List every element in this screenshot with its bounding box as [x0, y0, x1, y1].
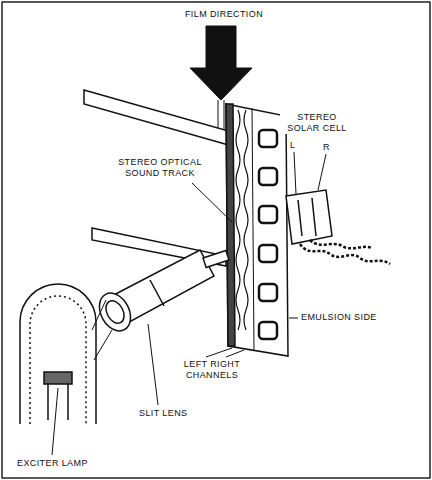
film-strip — [252, 108, 254, 350]
leader-lines — [52, 388, 58, 455]
part-label: SLIT LENS — [138, 408, 188, 419]
direction-arrow — [190, 26, 252, 100]
film-strip — [259, 130, 277, 339]
leader-lines — [226, 350, 244, 357]
exciter-lamp — [20, 284, 96, 424]
film-strip — [236, 110, 240, 330]
solar-cell — [312, 198, 316, 236]
film-strip — [244, 110, 248, 330]
film-strip — [259, 168, 277, 185]
exciter-lamp — [44, 372, 72, 384]
leader-lines — [148, 324, 158, 405]
film-guide-rails — [84, 90, 232, 146]
direction-arrow — [218, 100, 219, 130]
film-strip — [259, 284, 277, 301]
film-strip — [259, 322, 277, 339]
film-guide-rails — [84, 90, 232, 266]
exciter-lamp — [92, 300, 106, 330]
exciter-lamp — [20, 284, 112, 424]
part-label: EXCITER LAMP — [16, 458, 89, 469]
slit-lens — [93, 250, 229, 336]
film-strip — [259, 245, 277, 262]
film-strip — [259, 206, 277, 223]
leader-lines — [289, 318, 298, 319]
exciter-lamp — [30, 296, 86, 424]
leader-lines — [192, 183, 232, 222]
solar-cell — [286, 190, 390, 264]
channel-label: R — [322, 142, 331, 153]
part-label: STEREO SOLAR CELL — [280, 112, 354, 134]
channel-label: L — [289, 140, 296, 151]
part-label: EMULSION SIDE — [300, 312, 378, 323]
direction-arrow — [224, 100, 225, 130]
solar-cell — [298, 200, 302, 236]
film-strip — [226, 104, 288, 356]
exciter-lamp — [47, 384, 49, 420]
slit-lens — [93, 288, 137, 336]
leader-lines — [52, 152, 326, 455]
solar-cell — [286, 190, 332, 244]
leader-lines — [318, 154, 326, 190]
slit-lens — [203, 251, 229, 268]
direction-label: FILM DIRECTION — [173, 9, 275, 20]
slit-lens — [150, 280, 164, 306]
film-strip — [226, 104, 235, 346]
slit-lens — [102, 298, 127, 327]
film-strip — [259, 130, 277, 147]
exciter-lamp — [67, 384, 69, 420]
part-label: STEREO OPTICAL SOUND TRACK — [114, 157, 206, 179]
exciter-lamp — [94, 330, 112, 360]
film-strip — [226, 104, 288, 356]
leader-lines — [294, 152, 296, 194]
solar-cell — [310, 240, 372, 248]
part-label: LEFT RIGHT CHANNELS — [174, 359, 250, 381]
